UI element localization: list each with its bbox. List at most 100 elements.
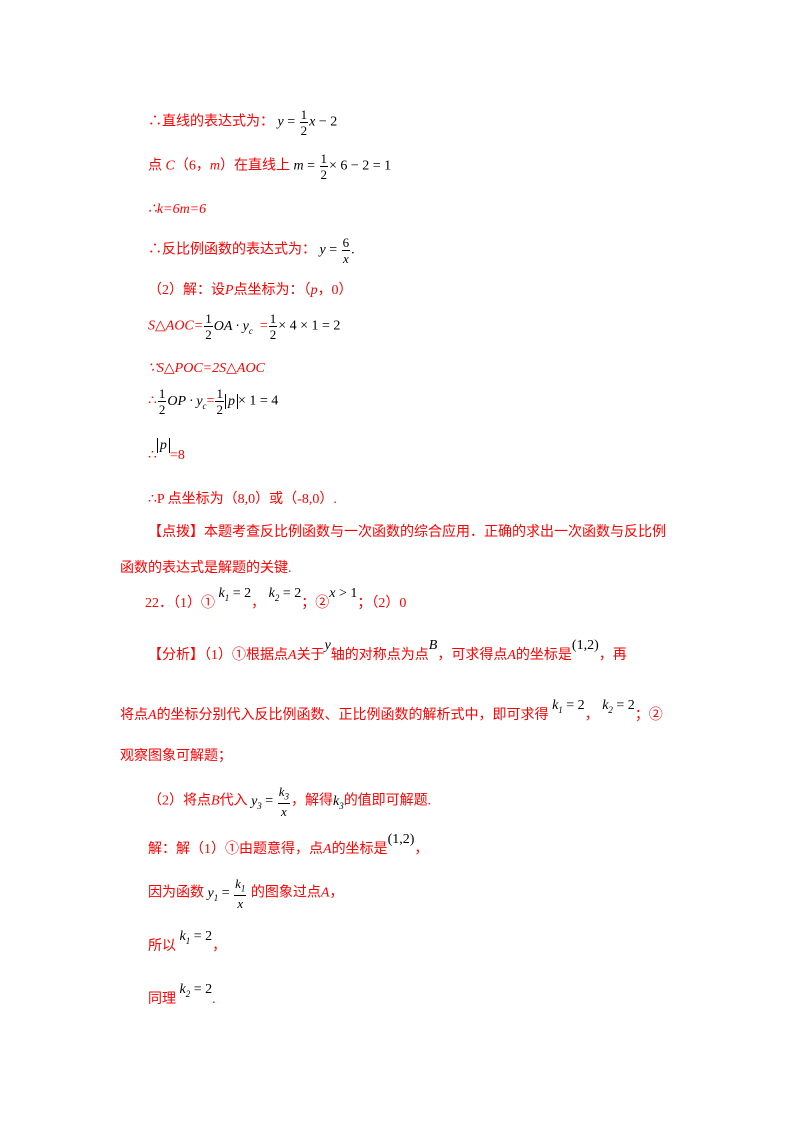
text: 点坐标为：（ (233, 283, 311, 298)
line-solution-3: 所以 k1 = 2， (148, 929, 226, 956)
math-k3: k3 (332, 793, 344, 811)
text: 点 (148, 158, 162, 174)
var-m: m (209, 158, 220, 174)
text: 的坐标分别代入反比例函数、正比例函数的解析式中，即可求得 (156, 708, 549, 723)
text: 观察图象可解题； (120, 749, 232, 764)
math-k1: k1 = 2 (218, 586, 252, 603)
math-b: B (428, 638, 438, 653)
math-point: (1,2) (387, 832, 415, 847)
math-rest: × 6 − 2 = 1 (329, 158, 392, 174)
text: 的值即可解题. (343, 793, 432, 809)
point-a: A (288, 648, 297, 663)
math-k1: k1 = 2 (179, 929, 213, 946)
separator: ；② (301, 596, 330, 611)
math-rest: × 1 = 4 (237, 393, 279, 409)
text: ∴P 点坐标为（8,0）或（-8,0）. (148, 492, 337, 507)
line-tip-2: 函数的表达式是解题的关键. (120, 557, 292, 577)
point-a: A (148, 708, 157, 723)
point-a: A (323, 842, 332, 857)
math-op-yc: OP · yc (167, 393, 207, 411)
text: ，再 (598, 648, 627, 663)
point-p: P (225, 283, 234, 298)
text: 【点拨】本题考查反比例函数与一次函数的综合应用．正确的求出一次函数与反比例 (148, 525, 666, 540)
text: ；（2）0 (357, 596, 407, 611)
equals: = (206, 393, 215, 409)
text: 的图象过点 (250, 885, 321, 901)
text: ∴直线的表达式为： (148, 114, 274, 130)
therefore-symbol: ∴ (148, 393, 157, 409)
text: 【分析】（1）①根据点 (148, 648, 288, 663)
text: ，0） (317, 283, 353, 298)
line-solution-1: 解：解（1）①由题意得，点A的坐标是(1,2)， (148, 832, 429, 858)
text: ）在直线上 (219, 158, 290, 174)
therefore-symbol: ∴ (148, 448, 157, 463)
text: ， (414, 842, 429, 857)
text: （6， (174, 158, 210, 174)
math-k2: k2 = 2 (268, 586, 302, 603)
math-y3: y3 (251, 793, 262, 811)
text: 所以 (148, 939, 176, 954)
math-eq: = (303, 158, 319, 174)
line-k-value: ∴k=6m=6 (148, 201, 206, 218)
text: 函数的表达式是解题的关键. (120, 561, 292, 576)
line-tip-1: 【点拨】本题考查反比例函数与一次函数的综合应用．正确的求出一次函数与反比例 (148, 521, 666, 541)
math-abs-p: p (156, 438, 170, 453)
math-minus-2: − 2 (315, 114, 338, 130)
math-k2: k2 = 2 (179, 982, 213, 999)
line-analysis-3: 观察图象可解题； (120, 745, 232, 765)
line-analysis-2: 将点A的坐标分别代入反比例函数、正比例函数的解析式中，即可求得 k1 = 2， … (120, 698, 663, 725)
math-x-gt-1: x > 1 (329, 586, 358, 601)
text: 同理 (148, 992, 176, 1007)
point-b: B (211, 793, 220, 809)
separator: ， (251, 596, 266, 611)
text: 的坐标是 (515, 648, 572, 663)
text: 因为函数 (148, 885, 204, 901)
math-eq: = (325, 242, 341, 258)
math-eq: = (283, 114, 299, 130)
math-k1: k1 = 2 (552, 698, 585, 715)
math-point: (1,2) (571, 638, 599, 653)
var-p: p (310, 283, 318, 298)
math-eq: = (261, 793, 277, 809)
line-analysis-1: 【分析】（1）①根据点A关于y轴的对称点为点B，可求得点A的坐标是(1,2)，再 (148, 638, 627, 664)
math-x: x (309, 114, 316, 130)
line-abs-p: ∴p=8 (148, 438, 185, 464)
text: ，可求得点 (437, 648, 508, 663)
point-a: A (320, 885, 330, 901)
text: 22．（1）① (145, 596, 215, 611)
text: 的坐标是 (331, 842, 388, 857)
separator: ；② (634, 708, 663, 723)
text: =8 (169, 448, 185, 463)
math-m: m (293, 158, 304, 174)
text: 代入 (219, 793, 248, 809)
text: 将点 (120, 708, 148, 723)
point-c: C (165, 158, 175, 174)
text: （2）解：设 (148, 283, 225, 298)
period: . (351, 242, 355, 258)
text: ，解得 (290, 793, 333, 809)
line-part2-setup: （2）解：设P点坐标为：（p，0） (148, 279, 353, 299)
line-solution-4: 同理 k2 = 2. (148, 982, 216, 1009)
math-rest: × 4 × 1 = 2 (278, 318, 341, 334)
text: ∴反比例函数的表达式为： (148, 242, 316, 258)
math-abs-p: p (224, 393, 238, 409)
math-oa-yc: OA · yc (213, 318, 253, 336)
text: ∴k=6m=6 (148, 202, 207, 217)
math-y1: y1 (207, 885, 219, 903)
line-q22-answer: 22．（1）① k1 = 2， k2 = 2；②x > 1；（2）0 (145, 586, 407, 613)
text: ∵S△POC=2S△AOC (148, 361, 265, 376)
